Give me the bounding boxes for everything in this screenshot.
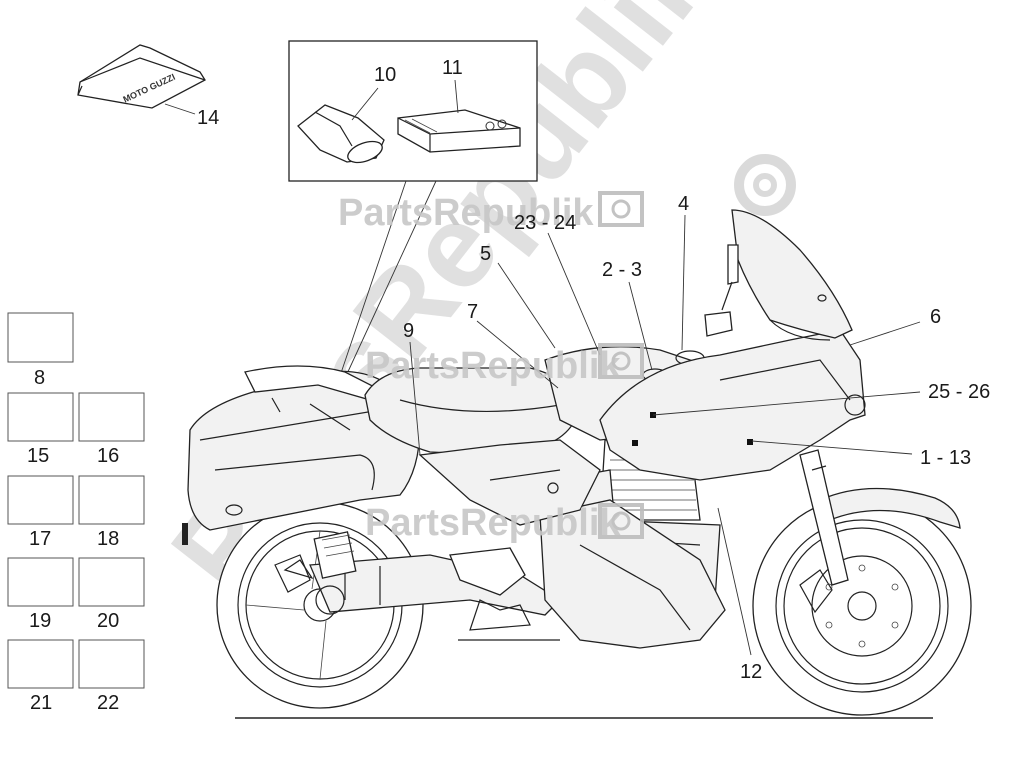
manual-item-11 xyxy=(397,79,521,153)
callout-2-3: 2 - 3 xyxy=(602,259,642,281)
callout-18: 18 xyxy=(97,528,119,550)
rear-brake-caliper xyxy=(274,554,311,593)
callout-25-26: 25 - 26 xyxy=(928,381,990,403)
sticker-panel xyxy=(7,312,145,689)
leader-lines xyxy=(409,214,921,656)
bag-item-14: MOTO GUZZI xyxy=(77,44,206,115)
toolkit-item-10 xyxy=(297,87,385,164)
watermark-stamp-3: PartsRepublik xyxy=(365,502,644,544)
front-fender xyxy=(819,487,961,529)
callout-1-13: 1 - 13 xyxy=(920,447,971,469)
callout-4: 4 xyxy=(678,193,689,215)
callout-9: 9 xyxy=(403,320,414,342)
rear-shock xyxy=(313,531,357,579)
front-fairing xyxy=(599,209,866,481)
mirror xyxy=(704,244,739,337)
watermark-stamp-1: PartsRepublik xyxy=(338,191,644,234)
sticker-15 xyxy=(7,392,74,442)
sticker-17 xyxy=(7,475,74,525)
sticker-22 xyxy=(78,639,145,689)
callout-22: 22 xyxy=(97,692,119,714)
callout-8: 8 xyxy=(34,367,45,389)
callout-20: 20 xyxy=(97,610,119,632)
sticker-16 xyxy=(78,392,145,442)
sticker-20 xyxy=(78,557,145,607)
callout-11: 11 xyxy=(442,57,463,79)
watermark-stamp-2: PartsRepublik xyxy=(365,343,644,387)
sticker-18 xyxy=(78,475,145,525)
inset-leader-right xyxy=(345,180,437,377)
sticker-19 xyxy=(7,557,74,607)
inset-box xyxy=(288,40,538,182)
watermark-gear-logo xyxy=(734,154,796,216)
watermark-text-2: PartsRepublik xyxy=(365,345,621,387)
callout-19: 19 xyxy=(29,610,51,632)
callout-14: 14 xyxy=(197,107,219,129)
callout-21: 21 xyxy=(30,692,52,714)
front-fork xyxy=(799,449,849,586)
front-wheel xyxy=(752,496,972,716)
sticker-8 xyxy=(7,312,74,363)
seat xyxy=(364,367,577,456)
sticker-21 xyxy=(7,639,74,689)
watermark-text-3: PartsRepublik xyxy=(365,502,621,544)
callout-5: 5 xyxy=(480,243,491,265)
frame-panel xyxy=(418,439,601,526)
callout-23-24: 23 - 24 xyxy=(514,212,576,234)
footpeg-bracket xyxy=(449,547,560,641)
inset-leader-left xyxy=(339,180,407,377)
callout-12: 12 xyxy=(740,661,762,683)
watermark-text-1: PartsRepublik xyxy=(338,192,594,234)
callout-16: 16 xyxy=(97,445,119,467)
callout-10: 10 xyxy=(374,64,396,86)
motorcycle xyxy=(182,209,972,719)
callout-17: 17 xyxy=(29,528,51,550)
callout-15: 15 xyxy=(27,445,49,467)
callout-7: 7 xyxy=(467,301,478,323)
callout-6: 6 xyxy=(930,306,941,328)
